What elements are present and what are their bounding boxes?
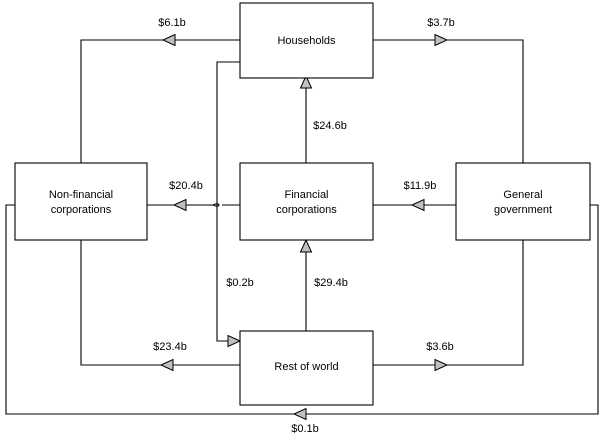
edge-label-rest-of-world-to-non-financial-corporations: $23.4b <box>153 341 187 353</box>
node-label-financial-corporations-line1: Financial <box>284 189 328 201</box>
arrow-head-left <box>161 33 176 47</box>
node-rest-of-world[interactable]: Rest of world <box>239 330 374 406</box>
edge-label-households-to-rest-of-world: $0.2b <box>226 277 254 289</box>
node-label-non-financial-corporations-line1: Non-financial <box>49 189 113 201</box>
edge-label-households-to-general-government: $3.7b <box>427 17 455 29</box>
flow-path-households-to-non-financial-corporations <box>80 33 240 163</box>
arrow-head-left <box>410 198 425 212</box>
edge-label-general-government-to-financial-corporations: $11.9b <box>404 180 437 192</box>
arrow-head-left <box>159 358 174 372</box>
node-households[interactable]: Households <box>239 2 374 79</box>
flow-path-financial-corporations-to-non-financial-corporations <box>147 198 240 212</box>
flow-path-rest-of-world-to-financial-corporations <box>299 238 313 331</box>
node-label-general-government-line2: government <box>494 204 552 216</box>
edge-label-rest-of-world-to-general-government: $3.6b <box>426 341 454 353</box>
edge-label-households-to-non-financial-corporations: $6.1b <box>158 17 186 29</box>
flow-path-general-government-to-non-financial-corporations <box>5 204 599 421</box>
arrow-head-left <box>292 407 307 421</box>
arrow-head-right <box>434 33 449 47</box>
arrow-head-up <box>299 74 313 89</box>
arrow-head-up <box>299 238 313 253</box>
edge-label-financial-corporations-to-households: $24.6b <box>313 120 347 132</box>
node-label-rest-of-world: Rest of world <box>274 361 338 373</box>
arrow-head-right <box>227 334 242 348</box>
arrow-head-left <box>172 198 187 212</box>
flow-path-rest-of-world-to-non-financial-corporations <box>80 240 240 372</box>
node-general-government[interactable]: General government <box>455 162 591 241</box>
arrow-head-right <box>434 358 449 372</box>
flow-path-financial-corporations-to-households <box>299 74 313 163</box>
edge-label-general-government-to-non-financial-corporations: $0.1b <box>291 423 319 435</box>
node-label-financial-corporations-line2: corporations <box>276 204 337 216</box>
flow-path-households-to-general-government <box>373 33 524 163</box>
node-label-non-financial-corporations-line2: corporations <box>51 204 112 216</box>
edge-label-financial-corporations-to-non-financial-corporations: $20.4b <box>169 180 203 192</box>
flow-path-general-government-to-financial-corporations <box>373 198 456 212</box>
node-non-financial-corporations[interactable]: Non-financial corporations <box>14 162 148 241</box>
flow-path-households-to-rest-of-world <box>216 61 242 348</box>
node-financial-corporations[interactable]: Financial corporations <box>239 162 374 241</box>
edge-label-rest-of-world-to-financial-corporations: $29.4b <box>314 277 348 289</box>
node-label-households: Households <box>277 35 336 47</box>
flow-path-rest-of-world-to-general-government <box>373 240 524 372</box>
node-label-general-government-line1: General <box>503 189 542 201</box>
